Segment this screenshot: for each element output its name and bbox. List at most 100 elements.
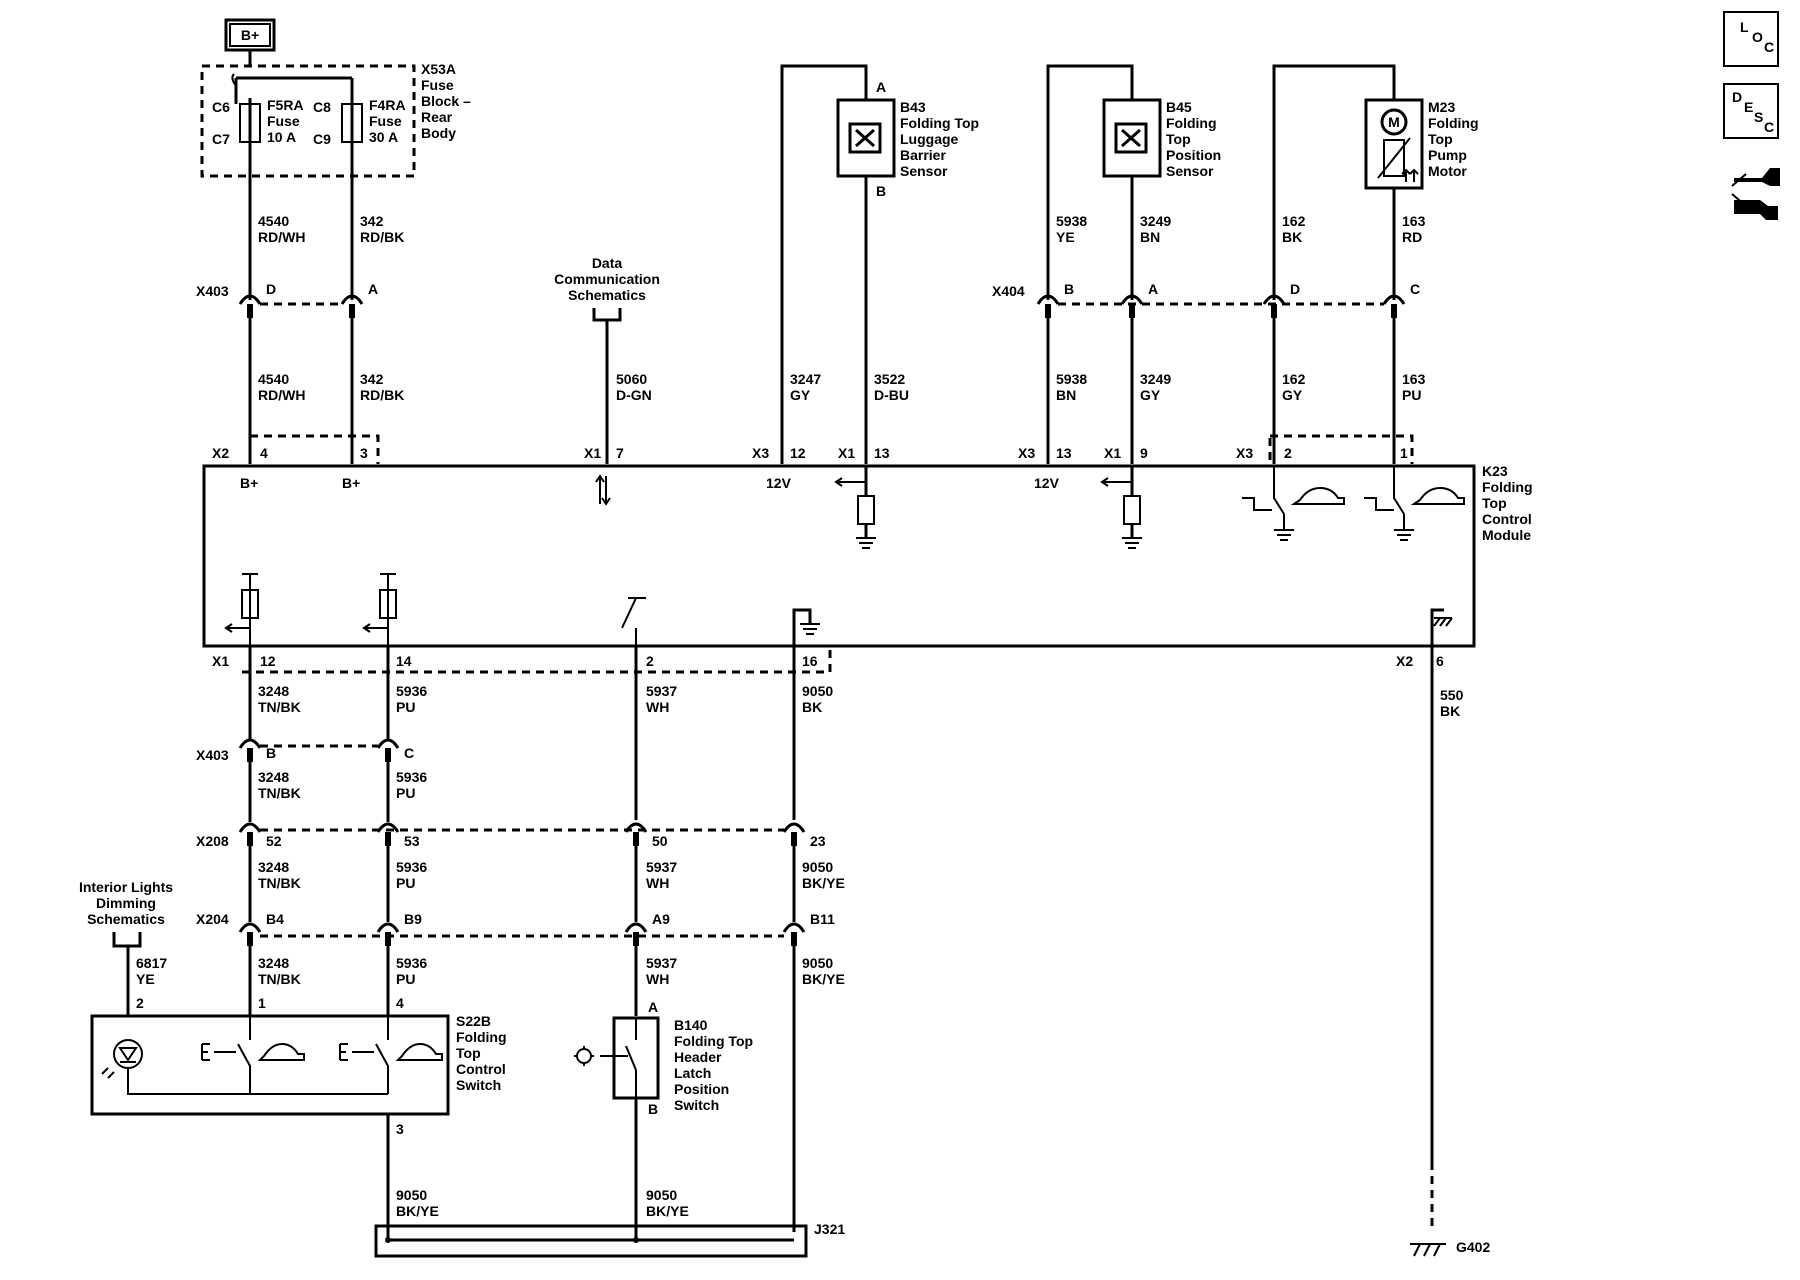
schematic-label: B+ <box>240 475 258 491</box>
schematic-label: X208 <box>196 833 229 849</box>
schematic-label: WH <box>646 699 669 715</box>
schematic-label: X3 <box>752 445 769 461</box>
schematic-label: C <box>404 745 414 761</box>
schematic-label: 12 <box>260 653 276 669</box>
switch-b140: A B B140 Folding Top Header Latch Positi… <box>574 999 753 1117</box>
schematic-label: 5937 <box>646 859 677 875</box>
schematic-label: PU <box>396 699 415 715</box>
schematic-label: 3248 <box>258 683 289 699</box>
schematic-label: Block – <box>421 93 471 109</box>
schematic-label: A9 <box>652 911 670 927</box>
schematic-label: D-BU <box>874 387 909 403</box>
schematic-label: PU <box>396 875 415 891</box>
schematic-label: WH <box>646 875 669 891</box>
schematic-label: RD/WH <box>258 229 305 245</box>
schematic-label: 5936 <box>396 955 427 971</box>
schematic-label: Folding <box>456 1029 507 1045</box>
schematic-label: Rear <box>421 109 453 125</box>
schematic-label: Top <box>1166 131 1191 147</box>
schematic-label: 30 A <box>369 129 398 145</box>
schematic-label: GY <box>1140 387 1161 403</box>
fuse-block-name: X53A <box>421 61 456 77</box>
schematic-label: 3 <box>396 1121 404 1137</box>
loc-icon[interactable]: L O C <box>1723 11 1779 67</box>
schematic-label: BK/YE <box>802 875 845 891</box>
schematic-label: 1 <box>1400 445 1408 461</box>
schematic-label: C <box>1764 119 1774 135</box>
schematic-label: YE <box>136 971 155 987</box>
schematic-label: Fuse <box>267 113 300 129</box>
schematic-label: Schematics <box>87 911 165 927</box>
schematic-label: 1 <box>258 995 266 1011</box>
schematic-label: 9050 <box>396 1187 427 1203</box>
schematic-label: BK <box>1282 229 1302 245</box>
switch-s22b: 2 1 4 3 S22B Folding Top Control Switch <box>90 995 507 1137</box>
connector-icon[interactable] <box>1731 168 1780 220</box>
motor-m23: M M23 Folding Top Pump Motor 162 BK 163 … <box>1272 64 1479 300</box>
schematic-label: A <box>876 79 886 95</box>
schematic-label: 9050 <box>802 683 833 699</box>
schematic-label: 3522 <box>874 371 905 387</box>
schematic-label: 6 <box>1436 653 1444 669</box>
schematic-label: 9050 <box>802 955 833 971</box>
schematic-label: B11 <box>810 911 835 927</box>
schematic-label: C <box>1764 39 1774 55</box>
schematic-label: Position <box>674 1081 729 1097</box>
schematic-label: TN/BK <box>258 785 301 801</box>
schematic-label: X1 <box>584 445 601 461</box>
schematic-label: Folding <box>1482 479 1533 495</box>
battery-label: B+ <box>241 27 259 43</box>
connector-x403-bottom: X403 B C <box>196 738 414 763</box>
schematic-label: RD/BK <box>360 229 404 245</box>
schematic-label: Data <box>592 255 623 271</box>
desc-icon[interactable]: D E S C <box>1723 83 1779 139</box>
schematic-label: C9 <box>313 131 331 147</box>
schematic-label: 5938 <box>1056 213 1087 229</box>
schematic-label: A <box>1148 281 1158 297</box>
schematic-label: 53 <box>404 833 420 849</box>
schematic-label: B9 <box>404 911 422 927</box>
schematic-label: RD/WH <box>258 387 305 403</box>
schematic-label: Header <box>674 1049 722 1065</box>
schematic-label: X1 <box>212 653 229 669</box>
schematic-label: B43 <box>900 99 926 115</box>
schematic-label: Control <box>1482 511 1532 527</box>
schematic-label: Dimming <box>96 895 156 911</box>
schematic-label: 5936 <box>396 769 427 785</box>
schematic-label: RD/BK <box>360 387 404 403</box>
schematic-label: 5060 <box>616 371 647 387</box>
schematic-label: Schematics <box>568 287 646 303</box>
schematic-label: RD <box>1402 229 1422 245</box>
schematic-label: C6 <box>212 99 230 115</box>
schematic-label: 23 <box>810 833 826 849</box>
schematic-label: X403 <box>196 283 229 299</box>
schematic-label: 13 <box>1056 445 1072 461</box>
schematic-label: Top <box>456 1045 481 1061</box>
schematic-label: F5RA <box>267 97 304 113</box>
schematic-label: C8 <box>313 99 331 115</box>
sensor-b43: A B B43 Folding Top Luggage Barrier Sens… <box>780 64 979 464</box>
schematic-label: X2 <box>1396 653 1413 669</box>
schematic-label: Top <box>1482 495 1507 511</box>
schematic-label: 3249 <box>1140 371 1171 387</box>
schematic-label: M23 <box>1428 99 1455 115</box>
schematic-label: A <box>368 281 378 297</box>
schematic-label: 4540 <box>258 213 289 229</box>
schematic-label: 3248 <box>258 955 289 971</box>
schematic-label: 2 <box>646 653 654 669</box>
schematic-label: Pump <box>1428 147 1467 163</box>
schematic-label: C7 <box>212 131 230 147</box>
schematic-label: B <box>876 183 886 199</box>
schematic-label: 13 <box>874 445 890 461</box>
data-communication-ref: Data Communication Schematics 5060 D-GN <box>554 255 660 464</box>
schematic-label: Folding Top <box>674 1033 753 1049</box>
schematic-label: 6817 <box>136 955 167 971</box>
schematic-label: Barrier <box>900 147 946 163</box>
schematic-label: O <box>1752 29 1763 45</box>
schematic-label: BN <box>1140 229 1160 245</box>
schematic-label: 2 <box>136 995 144 1011</box>
schematic-label: S <box>1754 109 1763 125</box>
schematic-label: A <box>648 999 658 1015</box>
schematic-label: 5937 <box>646 683 677 699</box>
